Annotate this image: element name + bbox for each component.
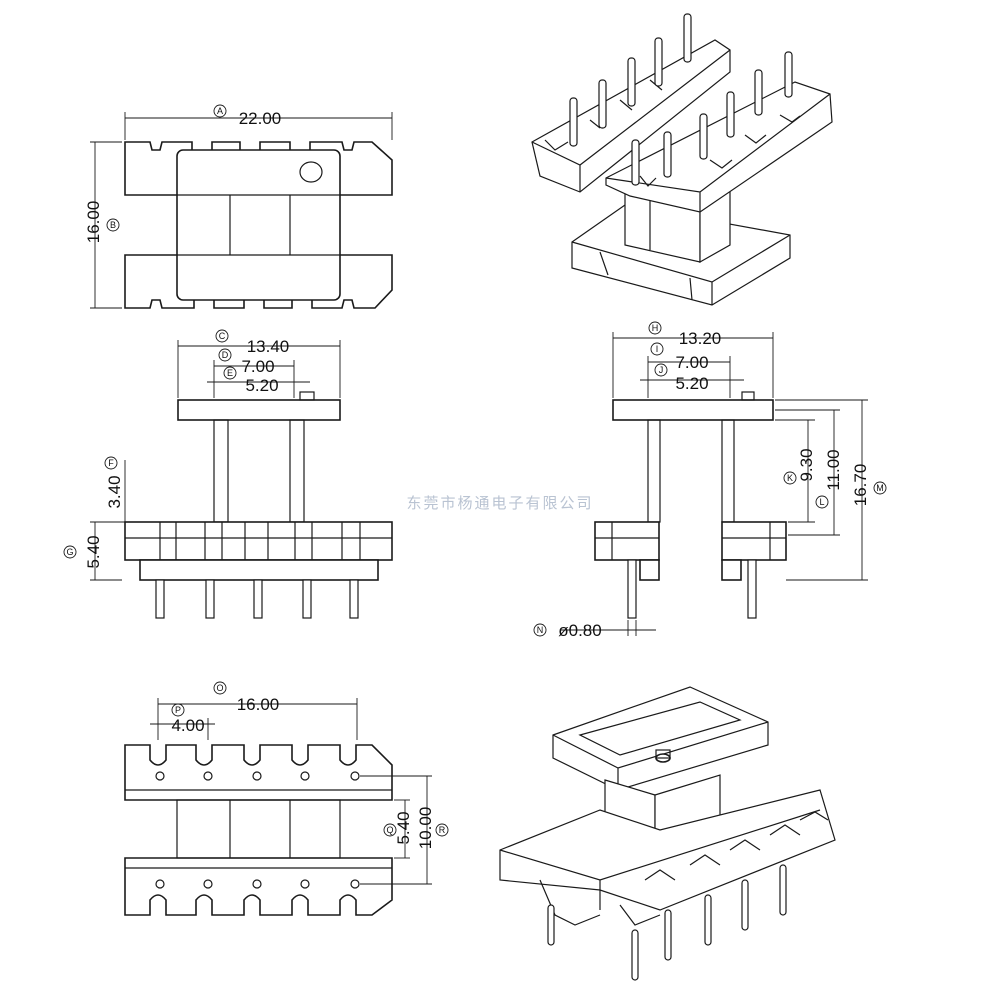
dim-tag-g: G	[66, 547, 73, 557]
dim-tag-q: Q	[386, 825, 393, 835]
dim-pin-diameter: ø0.80	[558, 621, 601, 640]
dim-front-width: 13.40	[247, 337, 290, 356]
isometric-assembled-view	[499, 686, 836, 981]
dim-tag-k: K	[787, 473, 793, 483]
top-view: A 22.00 16.00 B	[84, 104, 393, 309]
company-watermark: 东莞市杨通电子有限公司	[406, 495, 593, 512]
dim-tag-n: N	[537, 625, 544, 635]
dim-tag-m: M	[876, 483, 884, 493]
dim-side-core: 5.20	[675, 374, 708, 393]
dim-row-span: 10.00	[416, 807, 435, 850]
dim-side-h1: 9.30	[797, 448, 816, 481]
dim-side-h2: 11.00	[824, 449, 843, 490]
dim-row-gap: 5.40	[394, 811, 413, 844]
dim-width-22: 22.00	[239, 109, 282, 128]
front-view: C 13.40 D 7.00 E 5.20 3.40 F 5.40 G	[63, 329, 393, 619]
dim-tag-f: F	[108, 458, 114, 468]
dim-tag-j: J	[659, 365, 664, 375]
dim-tag-h: H	[652, 323, 659, 333]
dim-tag-o: O	[216, 683, 223, 693]
dim-tag-d: D	[222, 350, 229, 360]
dim-front-inner: 7.00	[241, 357, 274, 376]
side-view: H 13.20 I 7.00 J 5.20 9.30 K 11.00 L 16.…	[533, 321, 887, 640]
dim-side-inner: 7.00	[675, 353, 708, 372]
dim-tag-b: B	[110, 220, 116, 230]
dim-tag-p: P	[175, 705, 181, 715]
dim-tag-e: E	[227, 368, 233, 378]
dim-tag-a: A	[217, 106, 223, 116]
dim-pitch-total: 16.00	[237, 695, 280, 714]
dim-tag-i: I	[656, 344, 659, 354]
bottom-view: O 16.00 P 4.00 5.40 Q 10.00 R	[124, 681, 449, 916]
dim-front-h1: 3.40	[105, 475, 124, 508]
dim-pitch: 4.00	[171, 716, 204, 735]
dim-tag-r: R	[439, 825, 446, 835]
dim-front-core: 5.20	[245, 376, 278, 395]
dim-side-h3: 16.70	[851, 464, 870, 507]
isometric-exploded-view	[531, 13, 833, 306]
dim-side-width: 13.20	[679, 329, 722, 348]
dim-front-h2: 5.40	[84, 535, 103, 568]
dim-tag-c: C	[219, 331, 226, 341]
dim-height-16: 16.00	[84, 201, 103, 244]
dim-tag-l: L	[819, 497, 824, 507]
